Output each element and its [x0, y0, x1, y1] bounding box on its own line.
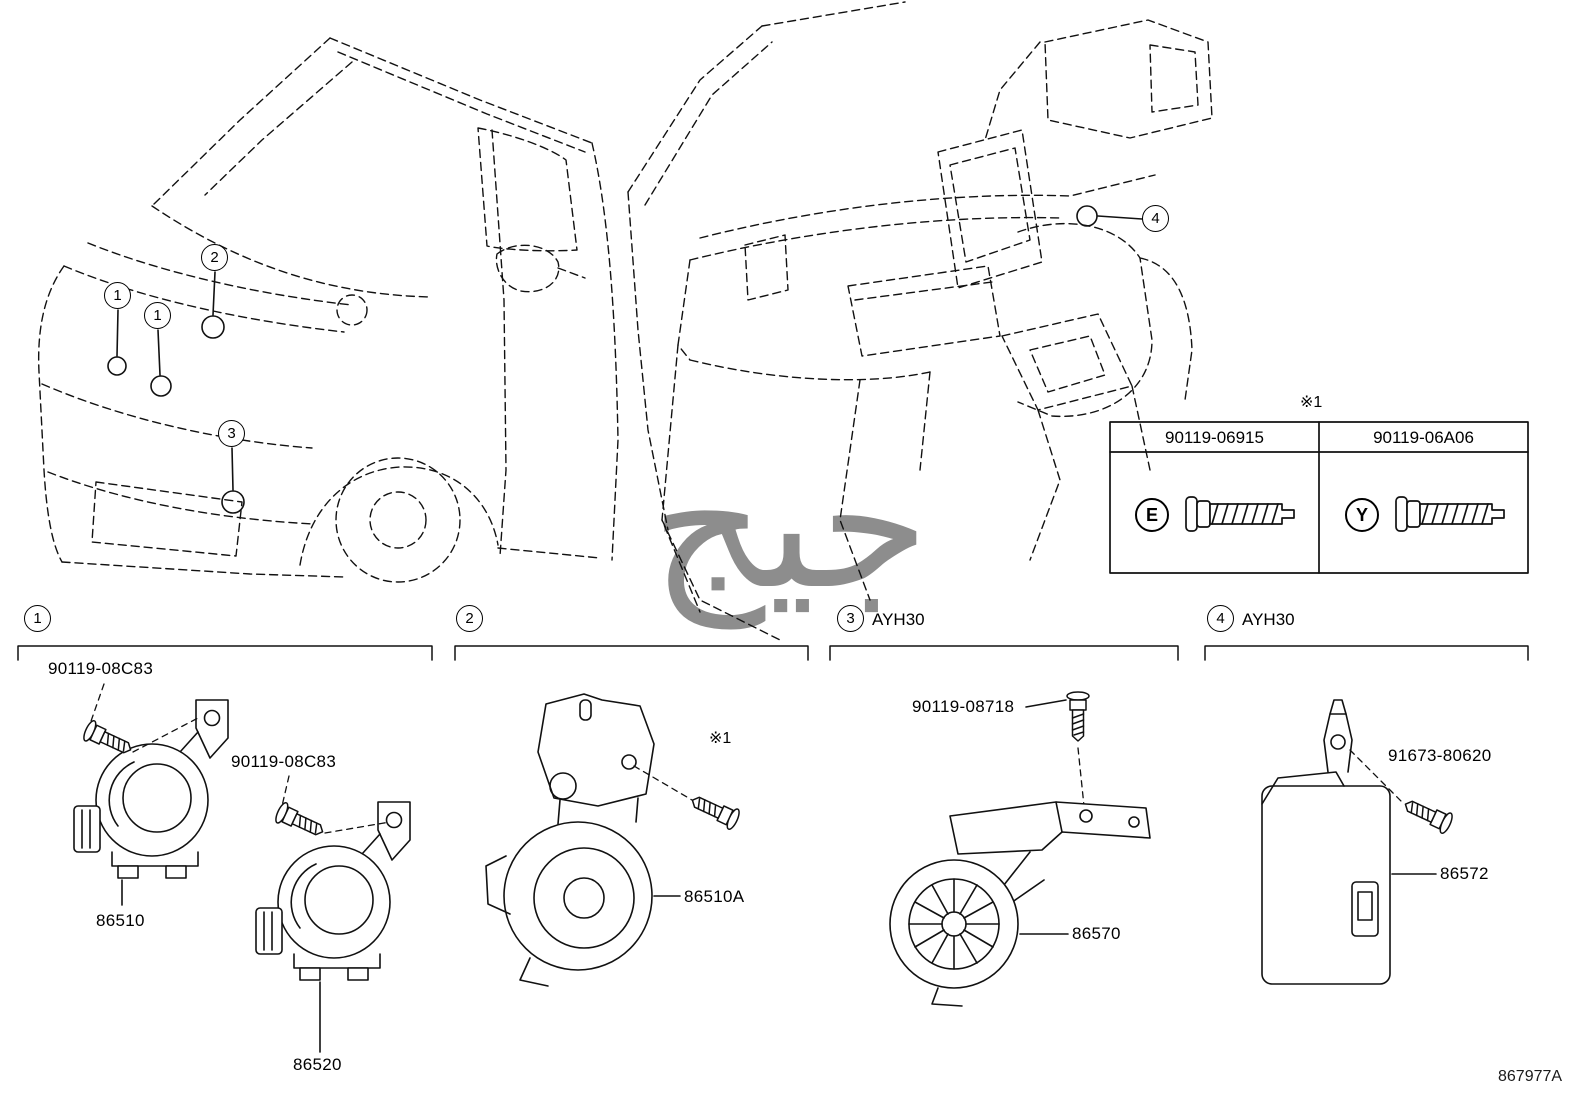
label-bolt-90119-08718[interactable]: 90119-08718: [912, 697, 1015, 716]
table-part-number-col1[interactable]: 90119-06915: [1165, 428, 1264, 447]
vehicle-callout-1a[interactable]: 1: [104, 282, 131, 309]
section-3-callout[interactable]: 3: [837, 605, 864, 632]
label-horn-86510A[interactable]: 86510A: [684, 887, 745, 906]
table-part-number-col2[interactable]: 90119-06A06: [1373, 428, 1474, 447]
bolt-type-letter-y: Y: [1345, 498, 1379, 532]
table-note-ref: ※1: [1300, 394, 1323, 411]
bolt-type-letter-e: E: [1135, 498, 1169, 532]
section-3-parts: [889, 691, 1151, 1007]
vehicle-callout-leaders: [107, 205, 1143, 514]
horn-note-ref: ※1: [709, 730, 732, 747]
vehicle-callout-1b[interactable]: 1: [144, 302, 171, 329]
section-3-model-code: AYH30: [872, 610, 925, 629]
label-horn-86570[interactable]: 86570: [1072, 924, 1121, 943]
fastener-table-grid: [1109, 421, 1529, 574]
drawing-number: 867977A: [1498, 1068, 1563, 1085]
section-4-model-code: AYH30: [1242, 610, 1295, 629]
label-bolt-90119-08C83-b[interactable]: 90119-08C83: [231, 752, 337, 771]
label-bolt-90119-08C83-a[interactable]: 90119-08C83: [48, 659, 154, 678]
label-bolt-91673-80620[interactable]: 91673-80620: [1388, 746, 1492, 765]
label-controller-86572[interactable]: 86572: [1440, 864, 1489, 883]
section-2-parts: [485, 693, 743, 987]
label-horn-86510[interactable]: 86510: [96, 911, 145, 930]
section-2-callout[interactable]: 2: [456, 605, 483, 632]
label-horn-86520[interactable]: 86520: [293, 1055, 342, 1074]
section-1-parts: [73, 683, 411, 1053]
catalog-watermark-logo: جيج: [650, 425, 930, 624]
vehicle-callout-4[interactable]: 4: [1142, 205, 1169, 232]
section-1-callout[interactable]: 1: [24, 605, 51, 632]
vehicle-front-outline: [37, 37, 619, 583]
vehicle-callout-3[interactable]: 3: [218, 420, 245, 447]
section-4-callout[interactable]: 4: [1207, 605, 1234, 632]
section-brackets: [17, 645, 1529, 661]
section-4-parts: [1261, 699, 1456, 985]
vehicle-callout-2[interactable]: 2: [201, 244, 228, 271]
vehicle-interior-outline: [627, 1, 1213, 641]
